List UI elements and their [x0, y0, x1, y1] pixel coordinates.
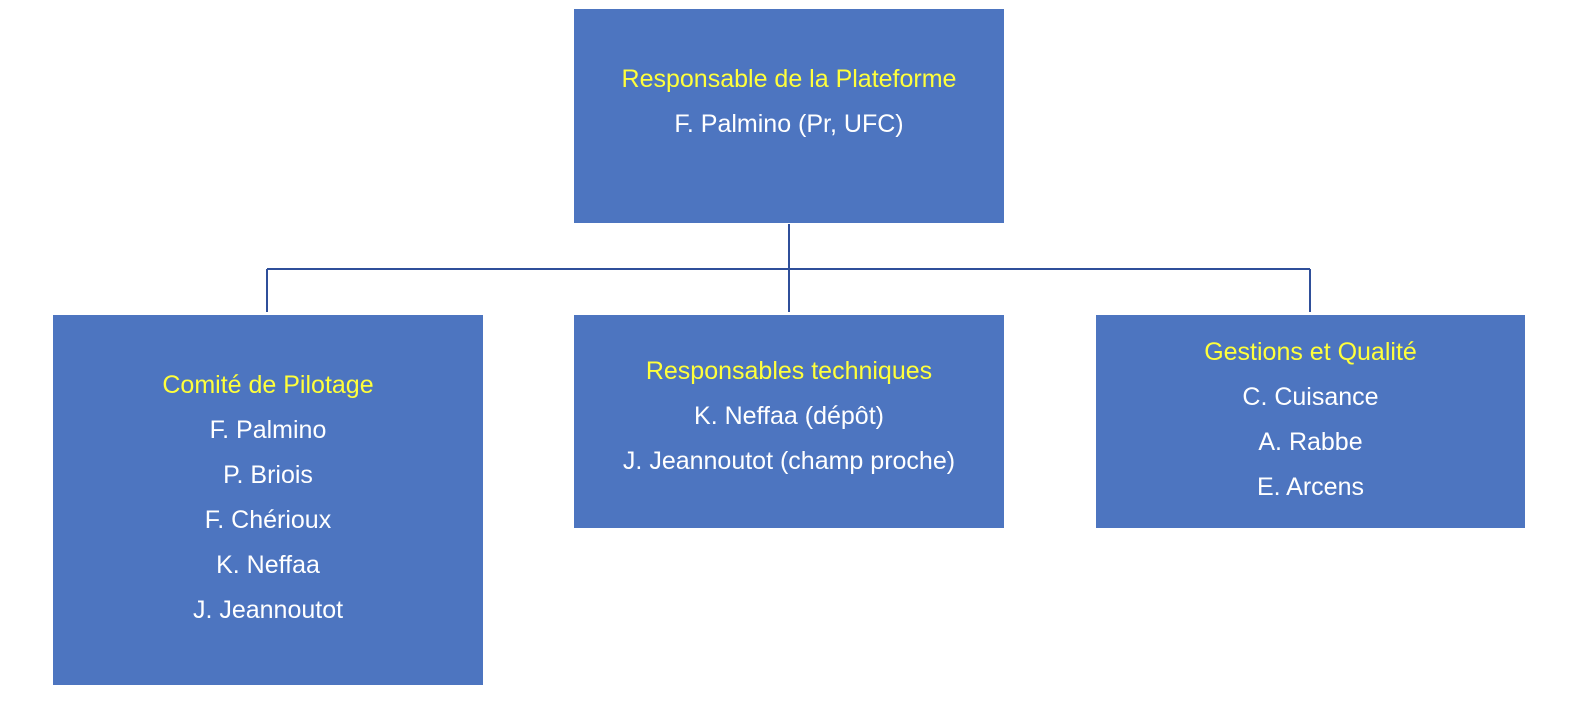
node-member: J. Jeannoutot (champ proche) [622, 446, 956, 475]
node-member: C. Cuisance [1242, 383, 1379, 411]
node-title: Comité de Pilotage [162, 370, 374, 399]
node-member: J. Jeannoutot [192, 595, 344, 624]
node-responsables-techniques: Responsables techniques K. Neffaa (dépôt… [574, 315, 1004, 528]
node-member: K. Neffaa (dépôt) [694, 401, 884, 430]
node-member: F. Palmino (Pr, UFC) [674, 109, 904, 138]
node-gestions-qualite: Gestions et Qualité C. Cuisance A. Rabbe… [1096, 315, 1525, 528]
node-member: F. Palmino [209, 415, 327, 444]
node-member: F. Chérioux [204, 505, 332, 534]
node-comite-pilotage: Comité de Pilotage F. Palmino P. Briois … [53, 315, 483, 685]
node-title: Gestions et Qualité [1204, 338, 1417, 366]
node-member: K. Neffaa [216, 550, 320, 579]
node-title: Responsables techniques [645, 356, 933, 385]
node-member: A. Rabbe [1258, 428, 1363, 456]
node-member: P. Briois [223, 460, 313, 489]
node-member: E. Arcens [1257, 473, 1364, 501]
node-responsable-plateforme: Responsable de la Plateforme F. Palmino … [574, 9, 1004, 223]
node-title: Responsable de la Plateforme [621, 64, 957, 93]
